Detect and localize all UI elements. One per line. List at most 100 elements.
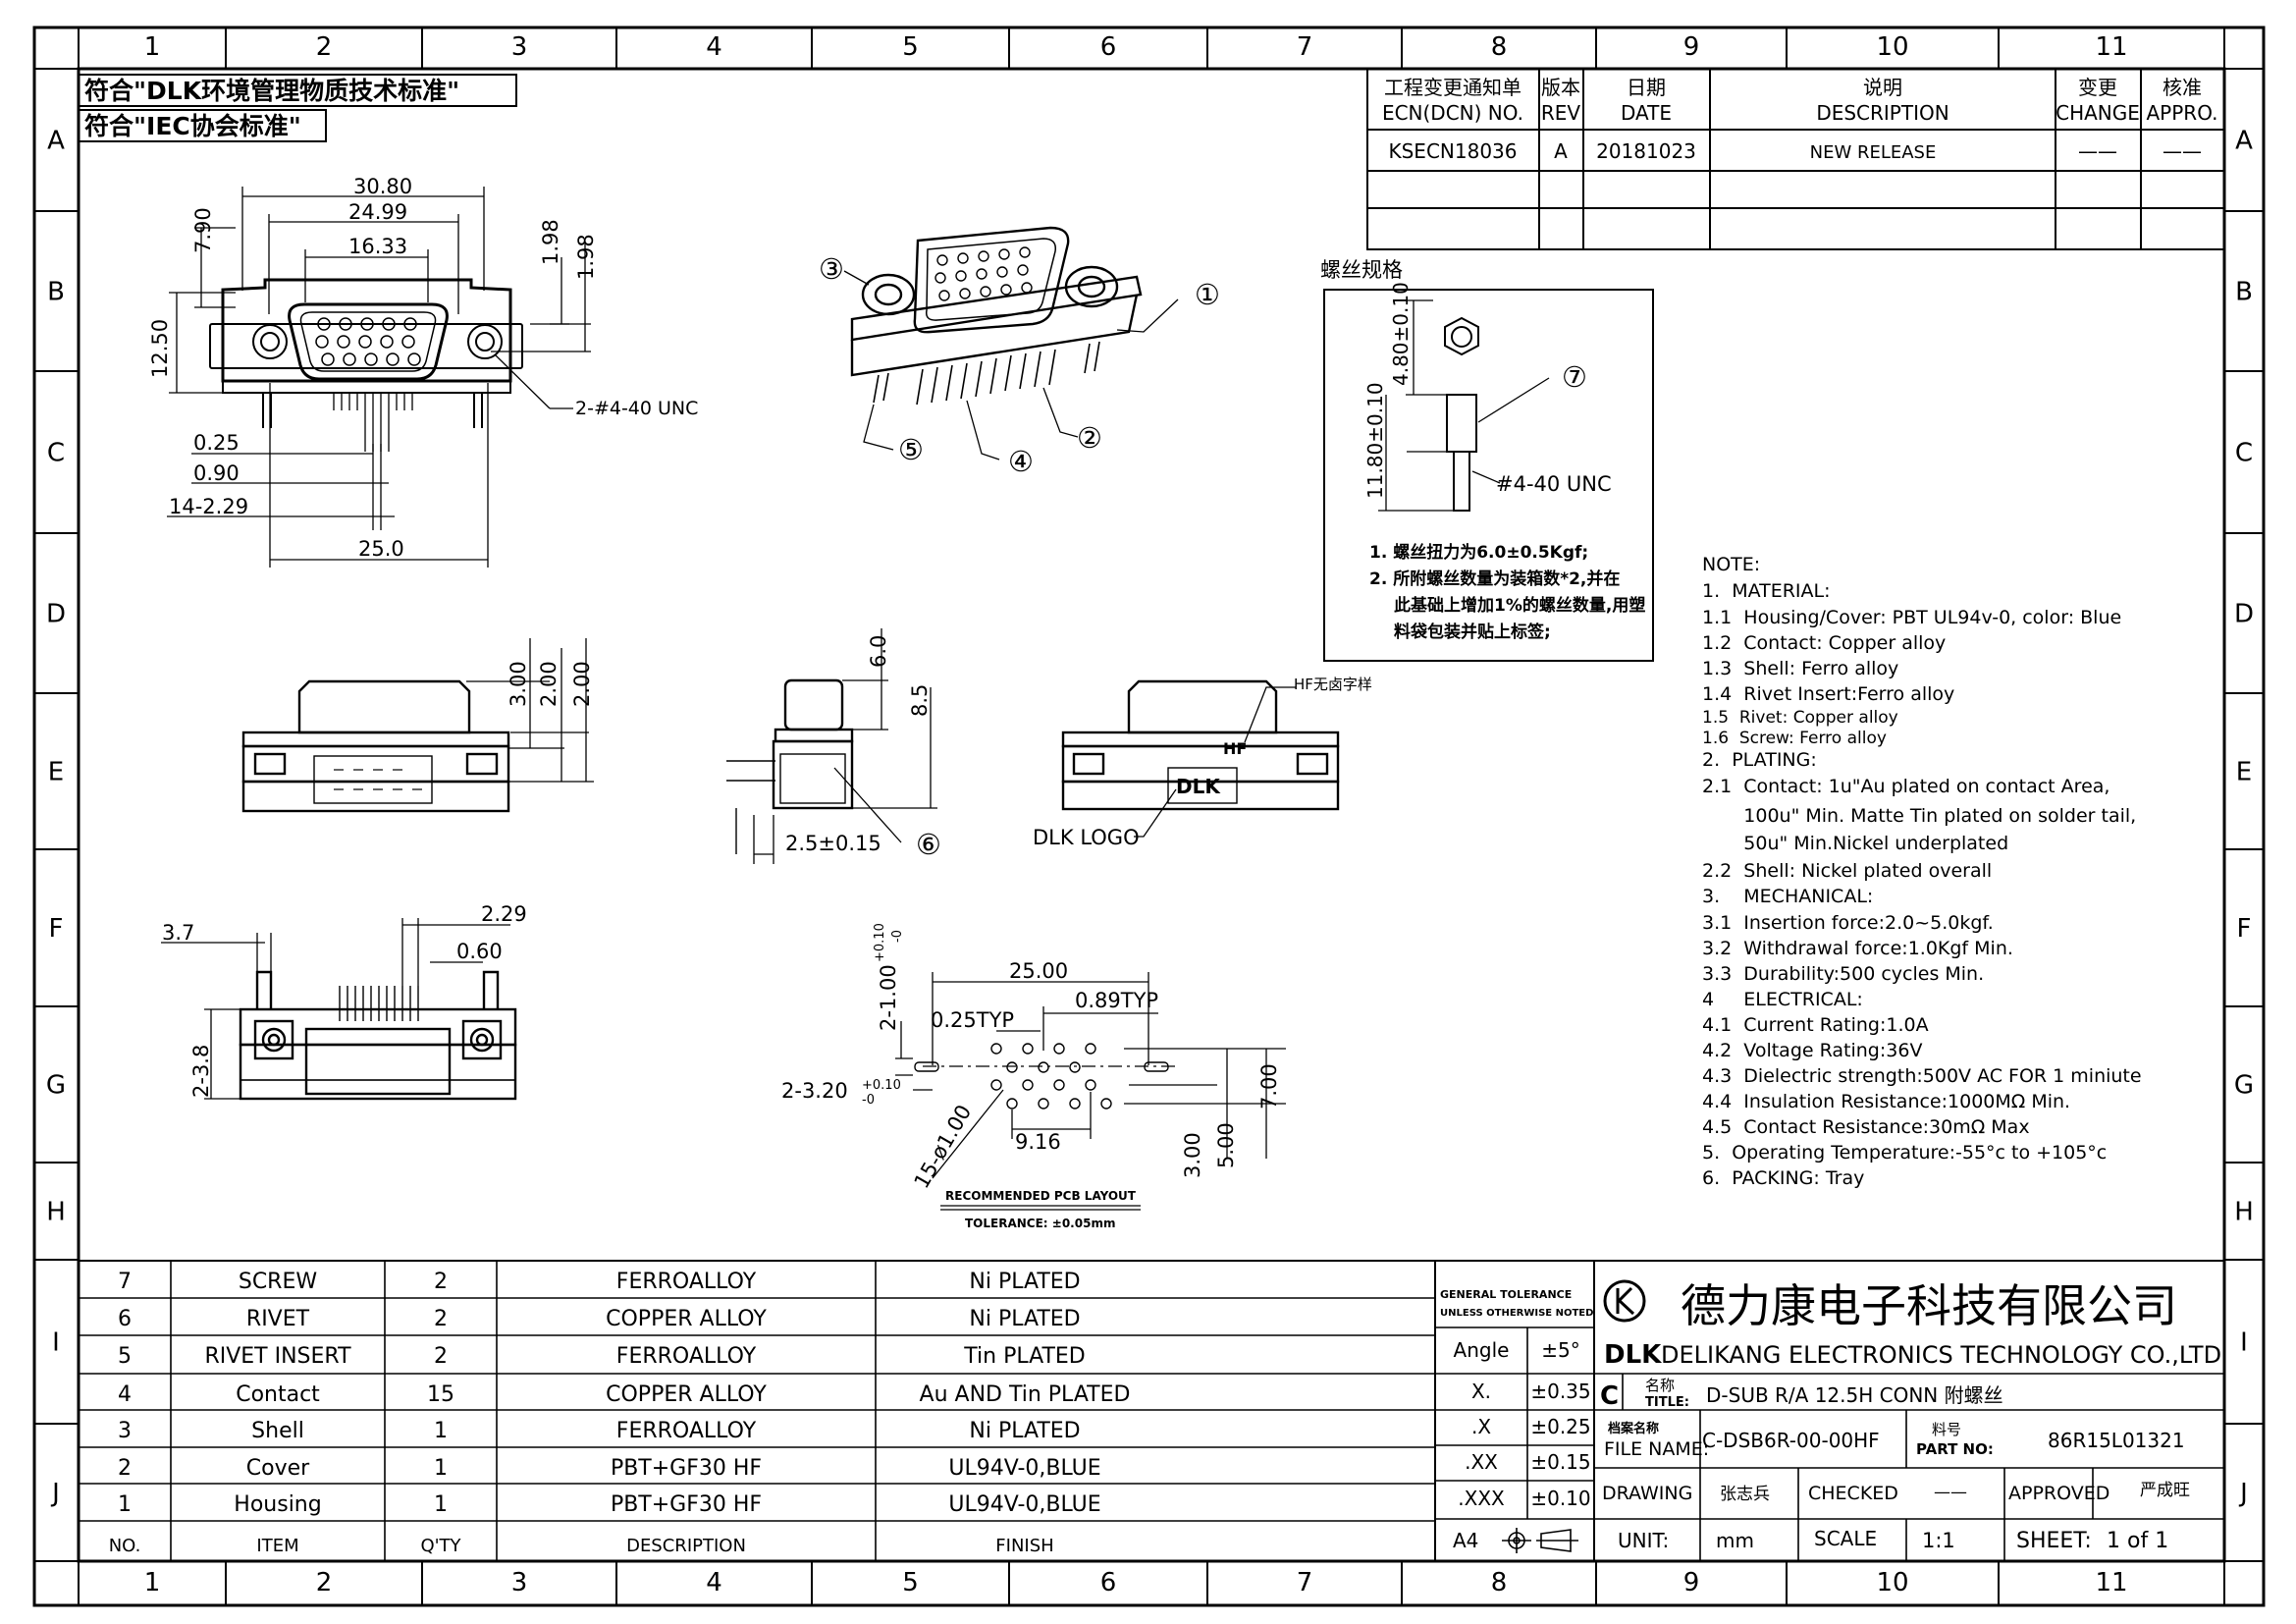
side-dim-8-5: 8.5 xyxy=(908,684,932,717)
rev-header-appro-en: APPRO. xyxy=(2147,101,2218,125)
tol-key-3: .XX xyxy=(1465,1450,1498,1474)
compliance-iec: 符合"IEC协会标准" xyxy=(84,112,301,140)
rev-change: —— xyxy=(2078,139,2117,163)
bom-qty-1: 1 xyxy=(434,1492,448,1517)
row-label-C-right: C xyxy=(2235,439,2253,468)
dim-16-33: 16.33 xyxy=(348,235,407,258)
tol-value-2: ±0.25 xyxy=(1530,1415,1590,1438)
row-label-H-right: H xyxy=(2234,1198,2254,1227)
note-line: 4.5 Contact Resistance:30mΩ Max xyxy=(1702,1116,2030,1138)
scale-label: SCALE xyxy=(1814,1527,1877,1550)
screw-dim-11-80: 11.80±0.10 xyxy=(1363,382,1387,499)
bom-desc-5: FERROALLOY xyxy=(616,1344,757,1369)
column-label-1-bottom: 1 xyxy=(144,1568,161,1597)
pcb-dim-2-3-20-minus: -0 xyxy=(862,1093,875,1108)
bom-item-4: Contact xyxy=(236,1382,320,1407)
row-label-E-left: E xyxy=(48,758,64,787)
rev-header-desc-en: DESCRIPTION xyxy=(1816,101,1949,125)
approved-label: APPROVED xyxy=(2008,1483,2109,1504)
tol-title-1: GENERAL TOLERANCE xyxy=(1440,1288,1572,1301)
row-label-J-left: J xyxy=(50,1479,60,1508)
column-label-10-bottom: 10 xyxy=(1876,1568,1908,1597)
dim-thread-holes: 2-#4-40 UNC xyxy=(575,398,698,419)
projection-symbol xyxy=(1502,1528,1578,1553)
column-label-3-top: 3 xyxy=(511,32,528,62)
bom-desc-6: COPPER ALLOY xyxy=(606,1307,767,1331)
compliance-dlk: 符合"DLK环境管理物质技术标准" xyxy=(84,77,459,105)
tolerance-block: GENERAL TOLERANCE UNLESS OTHERWISE NOTED… xyxy=(1434,1260,1595,1562)
tol-value-4: ±0.10 xyxy=(1530,1487,1590,1510)
screw-spec-box: 螺丝规格 4.80±0.10 11.80±0.10 #4-40 UNC 1. 螺… xyxy=(1320,258,1654,662)
side-view-profile xyxy=(726,678,854,854)
bom-qty-7: 2 xyxy=(434,1270,448,1294)
row-label-H-left: H xyxy=(46,1198,66,1227)
row-label-E-right: E xyxy=(2236,758,2252,787)
bom-no-7: 7 xyxy=(118,1270,132,1294)
title-label-en: TITLE: xyxy=(1645,1395,1689,1410)
column-label-7-bottom: 7 xyxy=(1297,1568,1313,1597)
note-line: 4.1 Current Rating:1.0A xyxy=(1702,1014,1929,1036)
screw-dim-4-80: 4.80±0.10 xyxy=(1389,282,1413,386)
isometric-view xyxy=(843,226,1179,460)
callout-5: ⑤ xyxy=(898,433,924,466)
bom-qty-3: 1 xyxy=(434,1419,448,1443)
hf-note: HF无卤字样 xyxy=(1294,676,1372,693)
tol-value-0: ±5° xyxy=(1541,1338,1579,1362)
rev-desc: NEW RELEASE xyxy=(1810,142,1937,163)
rev-header-ecn-en: ECN(DCN) NO. xyxy=(1382,101,1523,125)
side-dim-2-00-a: 2.00 xyxy=(537,661,561,707)
column-label-9-bottom: 9 xyxy=(1683,1568,1700,1597)
row-zone-dividers xyxy=(34,210,2264,1425)
row-label-I-right: I xyxy=(2240,1328,2248,1358)
company-logo-text: DLK xyxy=(1604,1340,1662,1370)
unit-value: mm xyxy=(1716,1529,1754,1552)
side-dim-6-0: 6.0 xyxy=(867,635,890,668)
tol-value-3: ±0.15 xyxy=(1530,1450,1590,1474)
bom-finish-6: Ni PLATED xyxy=(969,1307,1080,1331)
rev-header-ecn-cn: 工程变更通知单 xyxy=(1384,76,1522,99)
callout-7: ⑦ xyxy=(1562,360,1587,394)
bom-no-4: 4 xyxy=(118,1382,132,1407)
pcb-dim-hole: 15-ø1.00 xyxy=(910,1101,977,1192)
note-line: NOTE: xyxy=(1702,554,1761,575)
checked-label: CHECKED xyxy=(1808,1483,1898,1504)
screw-note-3: 此基础上增加1%的螺丝数量,用塑 xyxy=(1394,595,1645,616)
bom-header-desc: DESCRIPTION xyxy=(626,1536,746,1556)
rev-header-change-cn: 变更 xyxy=(2078,76,2117,99)
callout-6: ⑥ xyxy=(916,828,941,861)
note-line: 1.6 Screw: Ferro alloy xyxy=(1702,729,1887,748)
top-view: 30.80 24.99 16.33 7.90 12.50 1.98 1.98 2… xyxy=(148,175,698,568)
note-line: 50u" Min.Nickel underplated xyxy=(1702,833,2009,854)
front-dim-3-7: 3.7 xyxy=(162,921,194,945)
pcb-dim-7-00: 7.00 xyxy=(1257,1063,1281,1110)
dim-30-80: 30.80 xyxy=(353,175,412,198)
file-label-cn: 档案名称 xyxy=(1608,1421,1659,1436)
drawing-title: D-SUB R/A 12.5H CONN 附螺丝 xyxy=(1706,1383,2003,1407)
callout-3: ③ xyxy=(819,252,844,286)
note-line: 5. Operating Temperature:-55°c to +105°c xyxy=(1702,1142,2108,1164)
note-line: 1.1 Housing/Cover: PBT UL94v-0, color: B… xyxy=(1702,607,2122,628)
checked-by: —— xyxy=(1934,1483,1967,1502)
pcb-caption: RECOMMENDED PCB LAYOUT xyxy=(945,1189,1137,1203)
dlk-logo-label: DLK LOGO xyxy=(1033,826,1140,849)
note-line: 2.2 Shell: Nickel plated overall xyxy=(1702,860,1993,882)
column-label-5-bottom: 5 xyxy=(902,1568,919,1597)
pcb-tolerance: TOLERANCE: ±0.05mm xyxy=(965,1217,1115,1230)
rev-date: 20181023 xyxy=(1596,139,1696,163)
note-line: 1. MATERIAL: xyxy=(1702,580,1831,602)
bom-no-6: 6 xyxy=(118,1307,132,1331)
rev-header-change-en: CHANGE xyxy=(2056,101,2140,125)
bom-item-5: RIVET INSERT xyxy=(204,1344,351,1369)
tol-key-1: X. xyxy=(1471,1380,1491,1403)
dlk-mold-mark: DLK xyxy=(1176,775,1221,798)
scale-value: 1:1 xyxy=(1922,1529,1955,1552)
approved-by: 严成旺 xyxy=(2140,1481,2190,1500)
note-line: 1.3 Shell: Ferro alloy xyxy=(1702,658,1899,679)
title-block: 德力康电子科技有限公司 DLK DELIKANG ELECTRONICS TEC… xyxy=(1593,1260,2225,1562)
file-label-en: FILE NAME: xyxy=(1604,1438,1709,1460)
callout-4: ④ xyxy=(1008,445,1034,478)
revision-table: 工程变更通知单 ECN(DCN) NO. 版本 REV 日期 DATE 说明 D… xyxy=(1366,68,2225,250)
bom-finish-1: UL94V-0,BLUE xyxy=(948,1492,1100,1517)
column-label-1-top: 1 xyxy=(144,32,161,62)
